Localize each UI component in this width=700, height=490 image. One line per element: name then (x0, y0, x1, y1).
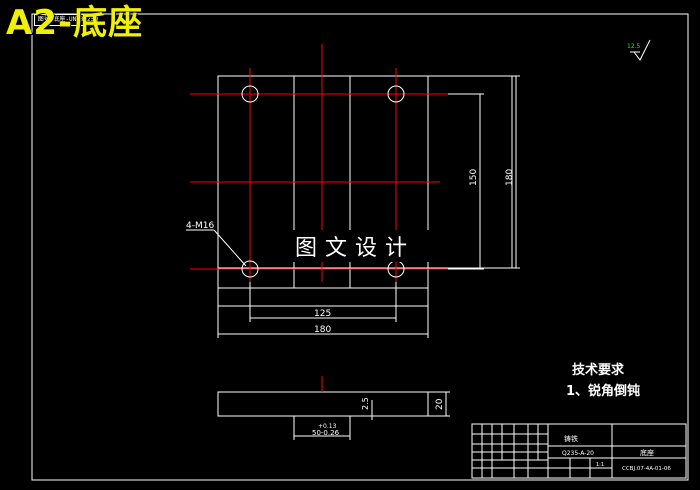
slot-dim: 50-0.26 (312, 429, 340, 437)
roughness-symbol: 12.5 (627, 39, 651, 61)
side-plate (217, 391, 429, 417)
hole-bottom-left (241, 260, 259, 278)
tech-item-1: 1、锐角倒钝 (566, 383, 640, 399)
dim-height-outer: 180 (505, 169, 515, 186)
tb-material: 铸铁 (564, 434, 578, 443)
tb-drawing-no: CCBJ.07-4A-01-06 (622, 466, 671, 472)
side-small: 2.5 (361, 397, 370, 410)
slot-tol: +0.13 (318, 423, 337, 430)
tb-material-code: Q235-A-20 (562, 450, 594, 457)
hole-top-right (387, 85, 405, 103)
side-thickness: 20 (435, 398, 445, 410)
dim-width-inner: 125 (314, 309, 331, 319)
sheet-title: A2-底座 (6, 3, 144, 43)
plan-view: 4-M16 150 180 125 180 (186, 44, 520, 338)
tb-scale: 1:1 (596, 462, 604, 468)
sheet-border (31, 13, 689, 481)
sheet-tag: 图号-底座-UNT0025 (34, 14, 98, 26)
watermark-stamp: 图文设计 (278, 230, 432, 262)
dim-height-inner: 150 (469, 169, 479, 186)
roughness-value: 12.5 (627, 43, 641, 50)
plate-lower-step (217, 267, 429, 307)
side-view: +0.13 50-0.26 20 2.5 (217, 376, 450, 440)
dim-width-outer: 180 (314, 325, 331, 335)
tech-heading: 技术要求 (572, 362, 625, 378)
title-block (471, 423, 687, 479)
tb-part-name: 底座 (640, 448, 654, 457)
hole-top-left (241, 85, 259, 103)
hole-callout: 4-M16 (186, 221, 214, 231)
